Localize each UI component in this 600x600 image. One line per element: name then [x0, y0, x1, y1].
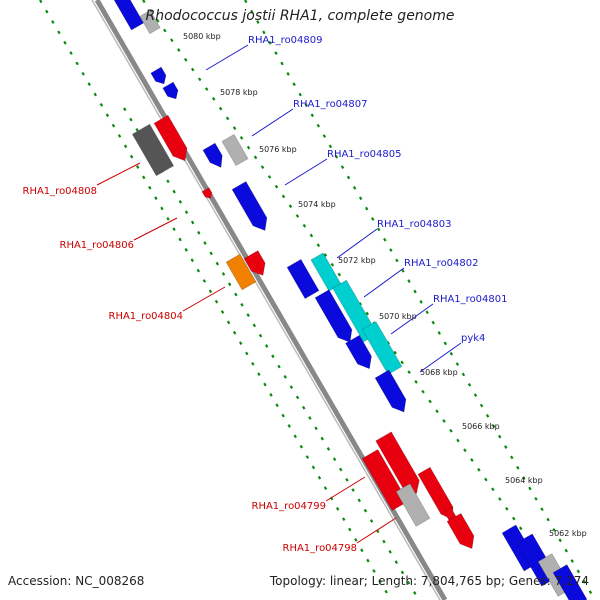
scale-tick-label: 5078 kbp [220, 88, 258, 97]
tick-track-outer-right [244, 0, 596, 600]
tick-track-inner-left [123, 107, 420, 600]
gene-feature-10 [231, 181, 268, 231]
gene-feature-20 [361, 449, 409, 511]
gene-feature-25 [446, 513, 475, 550]
genome-title: Rhodococcus jostii RHA1, complete genome [145, 8, 455, 24]
gene-label-leader [96, 162, 141, 186]
gene-feature-4 [162, 81, 179, 100]
gene-feature-29 [552, 564, 588, 600]
scale-tick-label: 5076 kbp [259, 145, 297, 154]
scale-tick-label: 5072 kbp [338, 256, 376, 265]
gene-feature-2 [139, 9, 161, 35]
genome-summary-text: Topology: linear; Length: 7,804,765 bp; … [269, 574, 589, 588]
gene-label-leader [251, 108, 294, 137]
gene-feature-13 [286, 259, 320, 299]
scale-tick-label: 5064 kbp [505, 476, 543, 485]
gene-label: pyk4 [461, 333, 485, 344]
gene-label-leader [419, 342, 462, 373]
backbone-edge [91, 0, 441, 600]
scale-tick-label: 5080 kbp [183, 32, 221, 41]
gene-feature-17 [345, 334, 372, 370]
gene-feature-16 [332, 279, 378, 343]
gene-label: RHA1_ro04805 [327, 149, 402, 160]
scale-tick-label: 5068 kbp [420, 368, 458, 377]
gene-label-leader [205, 44, 249, 71]
gene-label-leader [182, 286, 226, 312]
gene-feature-22 [395, 483, 431, 527]
gene-label-leader [363, 267, 405, 298]
gene-label: RHA1_ro04808 [23, 186, 98, 197]
gene-feature-5 [131, 123, 175, 177]
gene-label: RHA1_ro04809 [248, 35, 323, 46]
gene-feature-3 [150, 66, 167, 85]
gene-label: RHA1_ro04798 [283, 543, 358, 554]
gene-feature-12 [243, 250, 266, 276]
gene-label: RHA1_ro04801 [433, 294, 508, 305]
accession-text: Accession: NC_008268 [8, 574, 145, 588]
gene-feature-15 [314, 289, 353, 343]
scale-tick-label: 5070 kbp [379, 312, 417, 321]
gene-feature-7 [202, 142, 223, 168]
gene-feature-1 [112, 0, 144, 31]
gene-feature-8 [221, 133, 249, 167]
scale-tick-label: 5062 kbp [549, 529, 587, 538]
gene-label: RHA1_ro04807 [293, 99, 368, 110]
gene-feature-11 [225, 253, 257, 291]
gene-label: RHA1_ro04802 [404, 258, 479, 269]
tick-track-inner-right [142, 0, 573, 600]
gene-feature-19 [374, 369, 407, 413]
scale-tick-label: 5066 kbp [462, 422, 500, 431]
tick-track-outer-left [39, 0, 392, 600]
scale-tick-label: 5074 kbp [298, 200, 336, 209]
gene-feature-23 [417, 466, 454, 520]
gene-label-leader [284, 158, 328, 186]
gene-label-leader [356, 517, 397, 544]
gene-label-leader [325, 476, 366, 502]
gene-label: RHA1_ro04804 [109, 311, 184, 322]
gene-label: RHA1_ro04806 [60, 240, 135, 251]
gene-feature-9 [201, 187, 213, 199]
gene-label-leader [390, 303, 434, 335]
gene-label: RHA1_ro04803 [377, 219, 452, 230]
gene-label: RHA1_ro04799 [252, 501, 327, 512]
gene-feature-6 [153, 114, 188, 162]
gene-label-leader [336, 228, 378, 259]
gene-label-leader [133, 217, 178, 241]
